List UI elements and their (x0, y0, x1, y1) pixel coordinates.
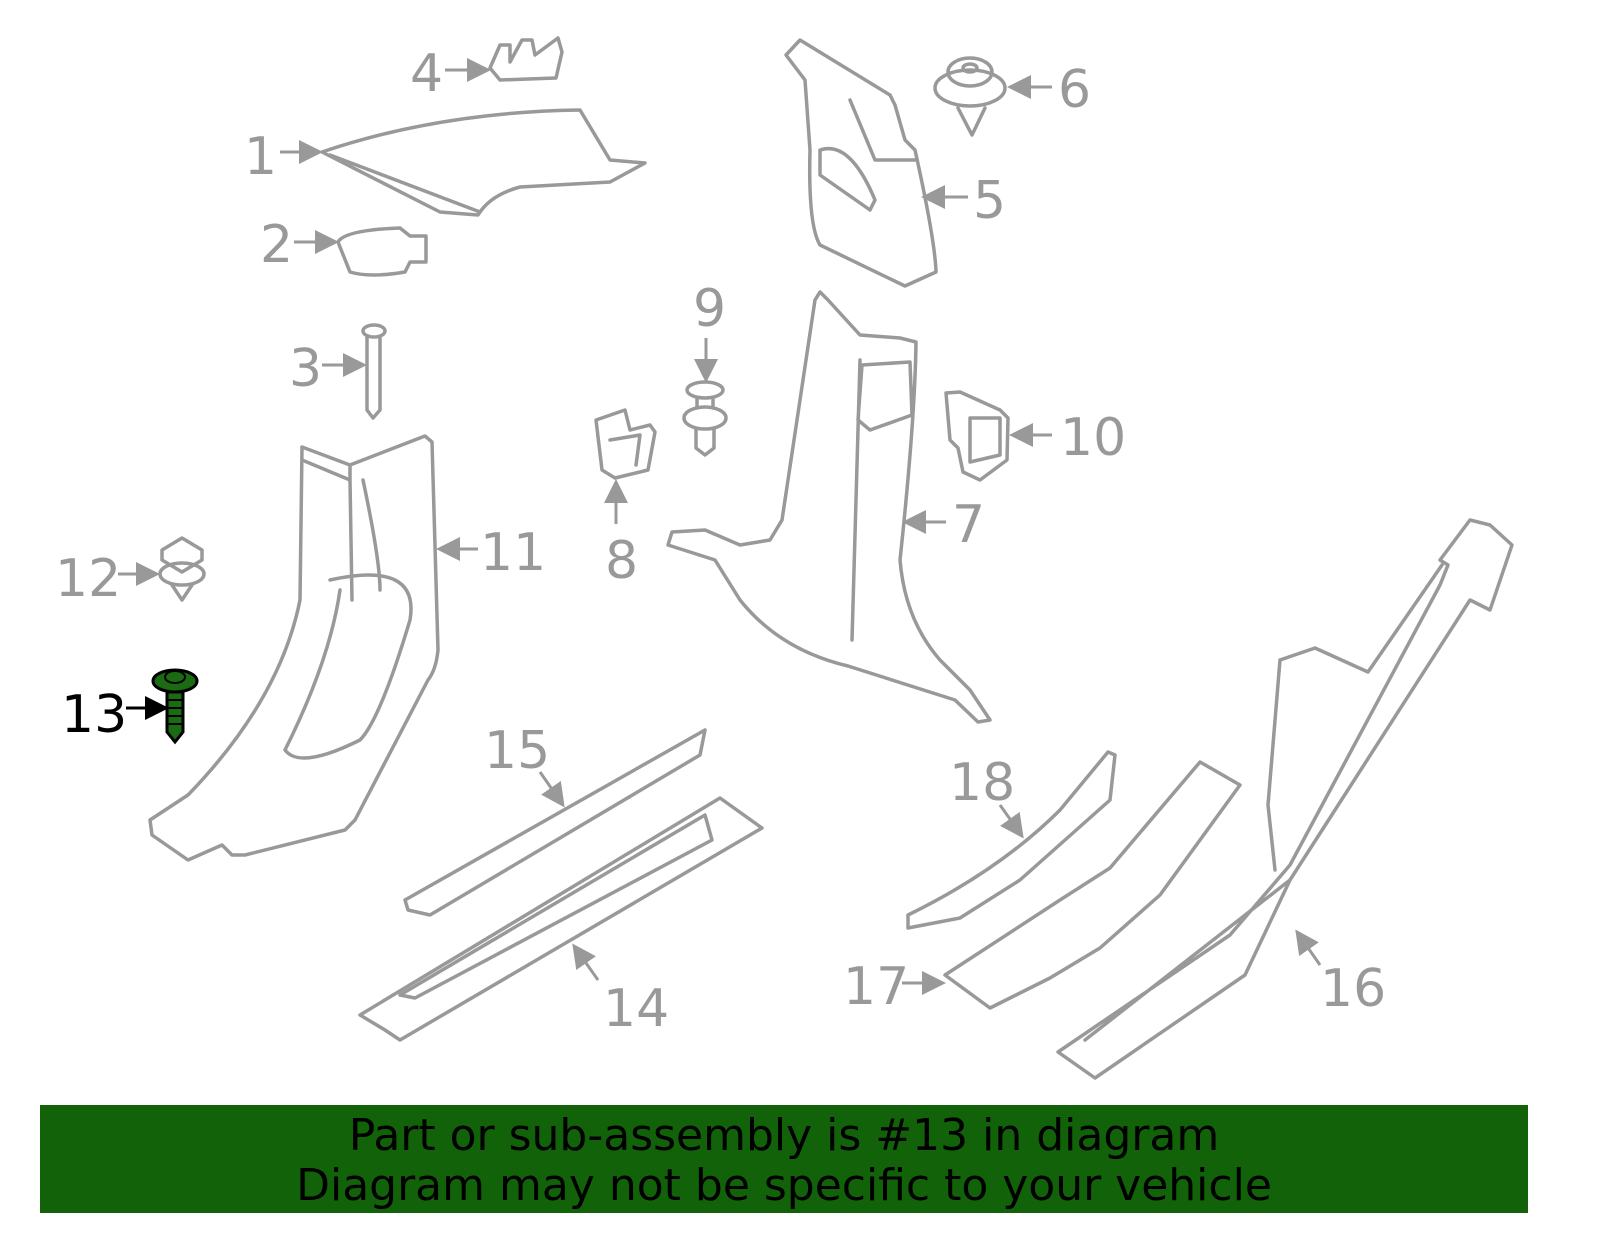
label-part-15: 15 (484, 721, 550, 781)
part-3-pin[interactable] (361, 323, 387, 420)
label-part-11: 11 (480, 523, 546, 583)
part-16-sill[interactable] (1056, 518, 1514, 1080)
label-part-18: 18 (949, 753, 1015, 813)
label-part-14: 14 (603, 979, 669, 1039)
part-1-trim[interactable] (320, 108, 647, 217)
label-part-10: 10 (1060, 408, 1126, 468)
part-13-screw[interactable] (151, 668, 199, 745)
part-2-cover[interactable] (336, 226, 428, 277)
part-4-clip[interactable] (488, 36, 564, 82)
part-12-clip[interactable] (158, 536, 206, 602)
label-part-4: 4 (410, 44, 443, 104)
part-9-clip[interactable] (682, 380, 728, 457)
part-6-grommet[interactable] (933, 56, 1007, 137)
callout-arrows (118, 58, 1322, 995)
banner-line-2: Diagram may not be specific to your vehi… (296, 1160, 1272, 1211)
label-part-17: 17 (843, 957, 909, 1017)
label-part-1: 1 (244, 127, 277, 187)
info-banner: Part or sub-assembly is #13 in diagram D… (40, 1105, 1528, 1213)
label-part-16: 16 (1320, 959, 1386, 1019)
part-17-sill[interactable] (943, 760, 1242, 1010)
part-15-sill[interactable] (403, 728, 707, 917)
part-14-sill[interactable] (358, 796, 764, 1042)
label-part-3: 3 (289, 339, 322, 399)
label-part-8: 8 (605, 531, 638, 591)
label-part-9: 9 (693, 279, 726, 339)
part-11-pillar-trim[interactable] (148, 434, 440, 862)
label-part-6: 6 (1058, 60, 1091, 120)
part-7-pillar-trim[interactable] (666, 290, 992, 724)
label-part-5: 5 (973, 171, 1006, 231)
part-5-pillar-trim[interactable] (784, 38, 938, 288)
part-8-clip[interactable] (594, 408, 657, 480)
label-part-2: 2 (260, 215, 293, 275)
label-part-7: 7 (952, 495, 985, 555)
part-10-vent[interactable] (944, 390, 1010, 482)
label-part-13: 13 (61, 685, 127, 745)
label-part-12: 12 (55, 549, 121, 609)
banner-line-1: Part or sub-assembly is #13 in diagram (348, 1110, 1220, 1161)
part-18-sill[interactable] (906, 750, 1117, 930)
